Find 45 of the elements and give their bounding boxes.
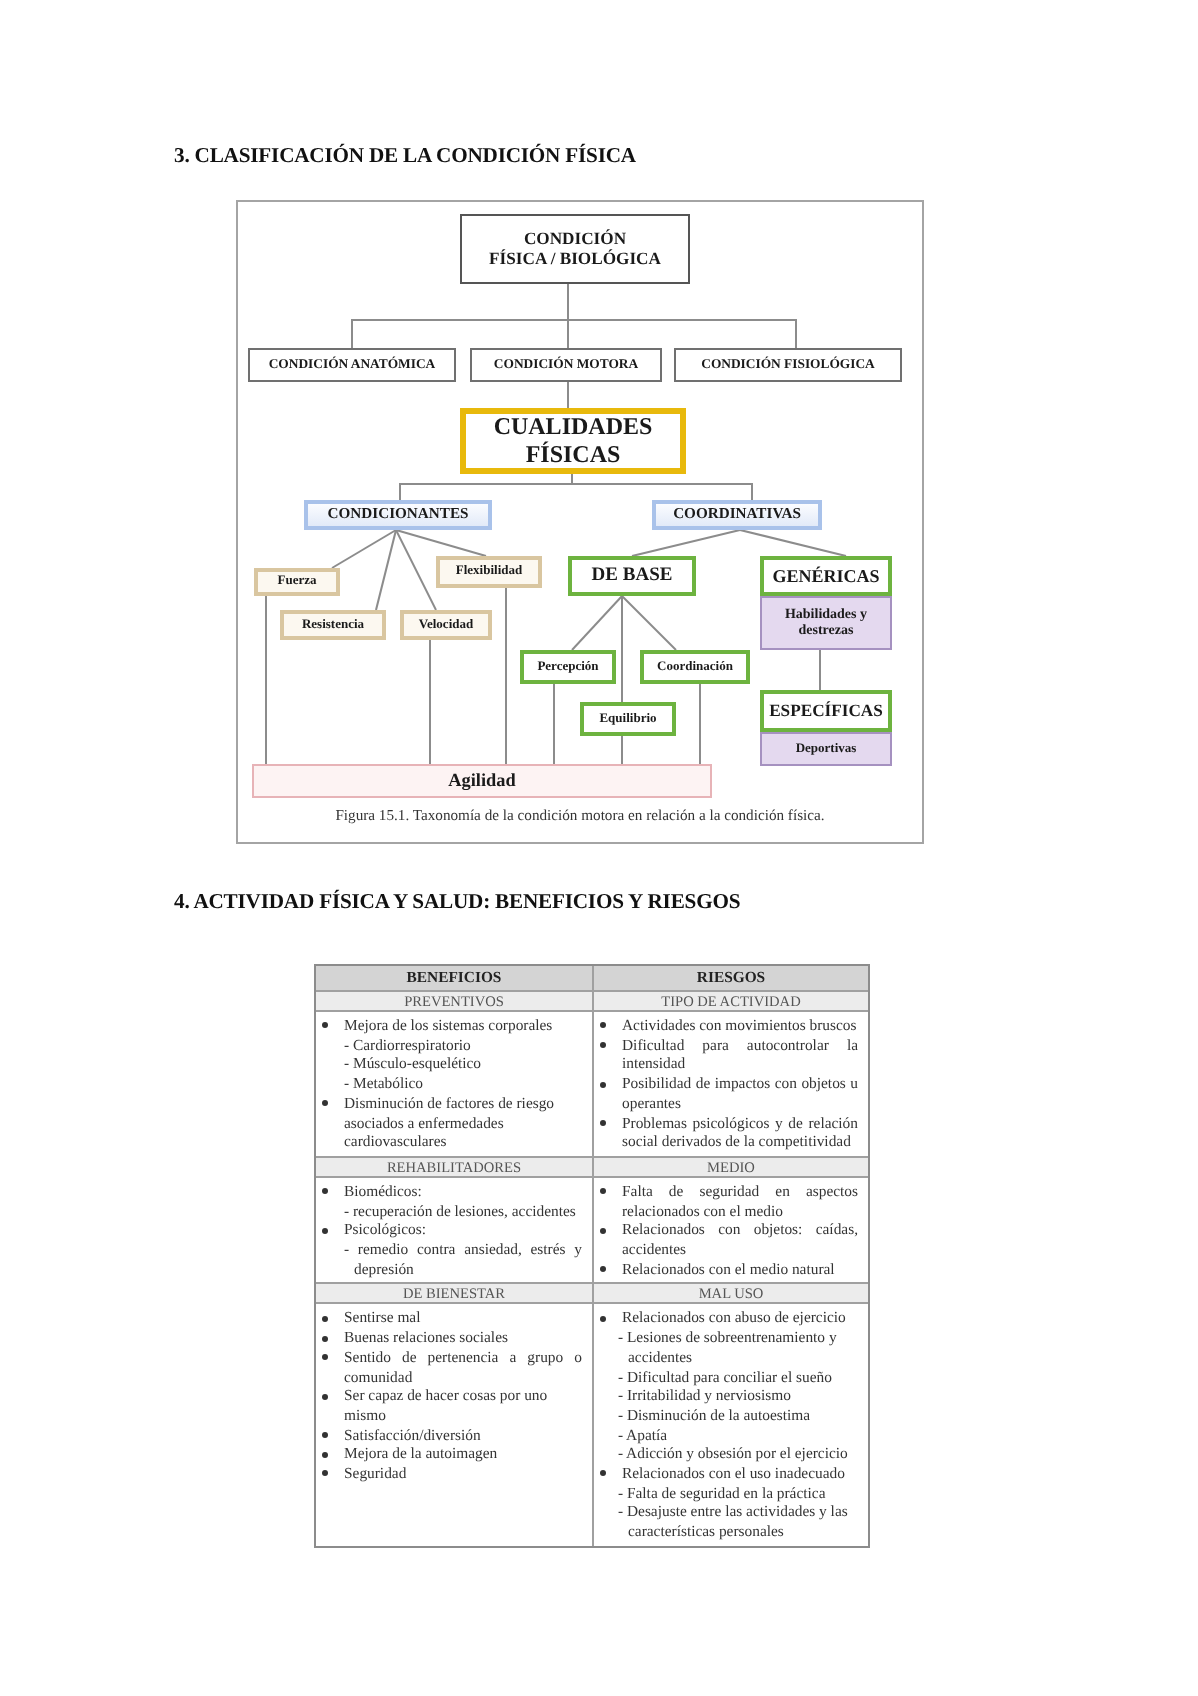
box-label: DE BASE [591,565,673,587]
subcategory-box [760,732,892,766]
category-box [674,348,902,382]
connector-line [429,639,431,765]
section-heading: 4. ACTIVIDAD FÍSICA Y SALUD: BENEFICIOS Y RIESGOS [174,892,741,914]
category-box [252,764,712,798]
category-box [760,556,892,596]
category-box [640,650,750,684]
category-box [248,348,456,382]
category-box [760,690,892,732]
box-label: Agilidad [448,770,516,792]
category-box [652,500,822,530]
connector-line [571,473,753,501]
category-box [304,500,492,530]
connector-line [621,735,623,765]
quality-box [436,556,542,588]
connector-line [505,587,507,765]
connector-line [571,595,623,651]
category-box [470,348,662,382]
category-box [460,214,690,284]
connector-line [621,595,623,703]
connector-line [631,529,741,557]
box-label: CONDICIÓN FÍSICA / BIOLÓGICA [489,229,661,269]
connector-line [819,649,821,691]
connector-line [395,529,487,557]
category-box [580,702,676,736]
connector-line [395,529,437,611]
connector-line [699,683,701,765]
quality-box [254,568,340,596]
connector-line [331,529,397,569]
subcategory-box [760,596,892,650]
highlighted-box [460,408,686,474]
connector-line [375,529,397,611]
box-label: GENÉRICAS [772,565,880,587]
connector-line [265,595,267,765]
section-heading: 3. CLASIFICACIÓN DE LA CONDICIÓN FÍSICA [174,146,636,168]
category-box [520,650,616,684]
category-box [568,556,696,596]
connector-line [567,381,569,409]
quality-box [400,610,492,640]
box-label: CUALIDADES FÍSICAS [491,414,655,468]
connector-line [621,595,677,651]
connector-line [553,683,555,765]
quality-box [280,610,386,640]
box-label: ESPECÍFICAS [769,701,883,721]
